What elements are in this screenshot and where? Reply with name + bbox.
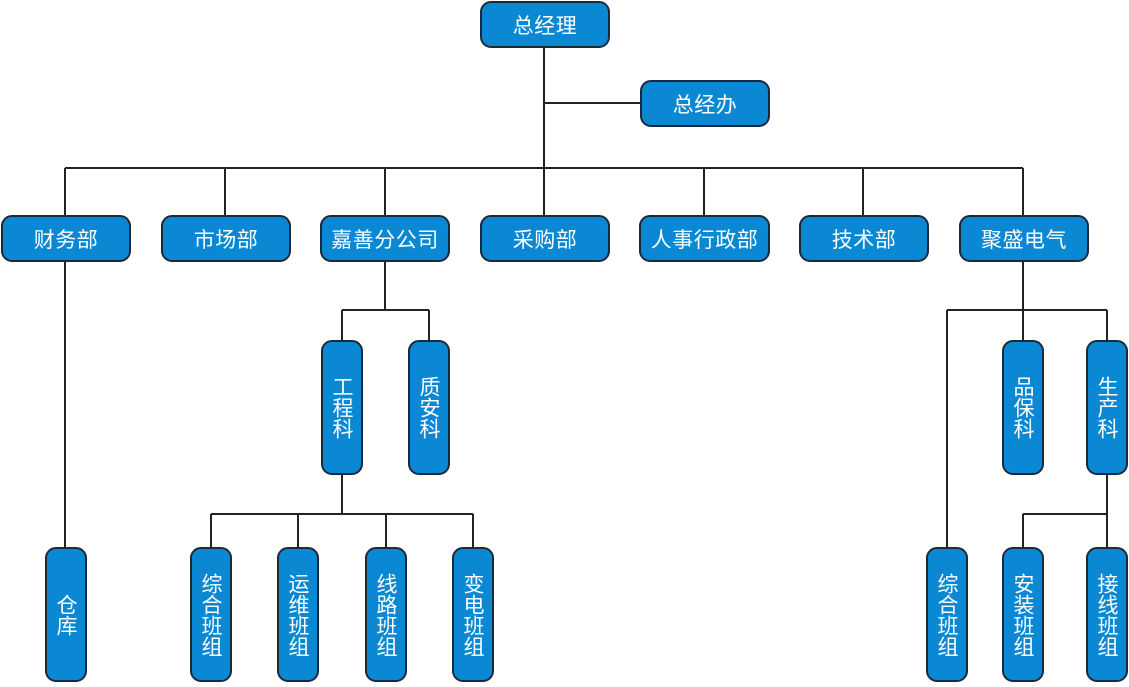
- node-dept-technology: 技术部: [799, 215, 929, 262]
- node-team-substation: 变电班组: [452, 547, 494, 682]
- node-engineering-section: 工程科: [321, 340, 363, 475]
- node-general-manager: 总经理: [480, 1, 610, 48]
- node-general-office: 总经办: [640, 80, 770, 127]
- node-dept-finance: 财务部: [1, 215, 131, 262]
- node-dept-jusheng-electric: 聚盛电气: [959, 215, 1089, 262]
- node-team-lines: 线路班组: [365, 547, 407, 682]
- node-team-operations: 运维班组: [277, 547, 319, 682]
- node-team-installation: 安装班组: [1002, 547, 1044, 682]
- node-team-general: 综合班组: [190, 547, 232, 682]
- node-dept-hr-admin: 人事行政部: [639, 215, 770, 262]
- node-production-section: 生产科: [1086, 340, 1128, 475]
- node-warehouse: 仓库: [45, 547, 87, 682]
- node-dept-jiashan-branch: 嘉善分公司: [320, 215, 450, 262]
- node-dept-procurement: 采购部: [480, 215, 610, 262]
- node-dept-marketing: 市场部: [161, 215, 291, 262]
- node-quality-safety-section: 质安科: [408, 340, 450, 475]
- node-quality-assurance-section: 品保科: [1002, 340, 1044, 475]
- node-team-wiring: 接线班组: [1086, 547, 1128, 682]
- node-jusheng-team-general: 综合班组: [926, 547, 968, 682]
